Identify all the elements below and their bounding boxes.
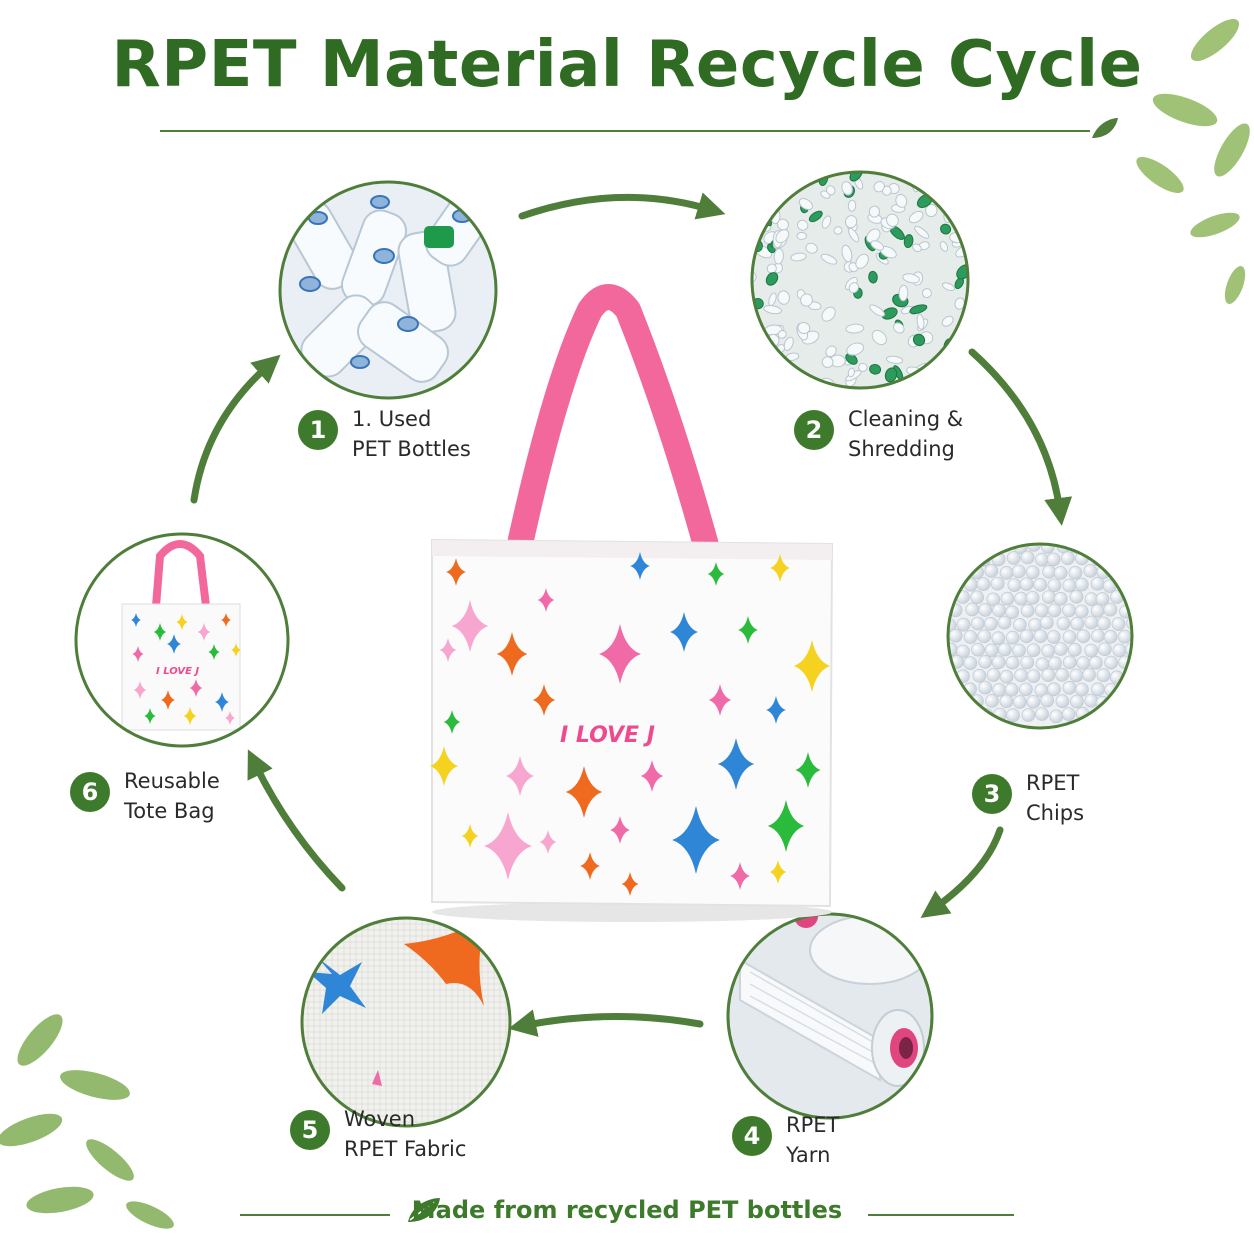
circle-woven-fabric xyxy=(300,916,512,1128)
step-badge-3: 3 xyxy=(972,774,1012,814)
step-label-4: 4 RPET Yarn xyxy=(732,1110,839,1170)
leaves-bottom-left-decoration xyxy=(0,1014,174,1229)
circle-rpet-chips xyxy=(946,542,1134,730)
central-tote-bag: I LOVE J xyxy=(430,284,834,922)
step-badge-1: 1 xyxy=(298,410,338,450)
step-4-line-1: RPET xyxy=(786,1113,840,1137)
leaves-top-right-decoration xyxy=(1136,18,1250,304)
circle-used-pet-bottles xyxy=(278,180,498,400)
step-badge-6: 6 xyxy=(70,772,110,812)
step-2-line-1: Cleaning & xyxy=(848,407,964,431)
circle-rpet-yarn xyxy=(726,912,934,1120)
footer-divider-left xyxy=(240,1214,390,1216)
step-badge-2: 2 xyxy=(794,410,834,450)
title-divider xyxy=(160,130,1090,132)
cycle-arrows xyxy=(190,192,1073,1037)
arrow-3-to-4 xyxy=(920,826,1004,919)
step-1-line-1: 1. Used xyxy=(352,407,432,431)
footer-tagline: Made from recycled PET bottles xyxy=(411,1196,843,1224)
arrow-5-to-6 xyxy=(247,749,346,892)
arrow-4-to-5 xyxy=(508,1009,704,1037)
step-3-line-1: RPET xyxy=(1026,771,1080,795)
bag-handle xyxy=(507,284,723,564)
page-title: RPET Material Recycle Cycle xyxy=(111,28,1143,102)
arrow-1-to-2 xyxy=(518,192,726,220)
mini-bag-print: I LOVE J xyxy=(156,666,199,677)
step-badge-5: 5 xyxy=(290,1110,330,1150)
arrow-6-to-1 xyxy=(190,354,281,504)
circle-reusable-tote-bag: I LOVE J xyxy=(74,532,290,748)
step-3-line-2: Chips xyxy=(1026,801,1085,825)
step-6-line-2: Tote Bag xyxy=(124,799,215,823)
arrow-2-to-3 xyxy=(968,348,1073,526)
step-6-line-1: Reusable xyxy=(124,769,220,793)
bag-print-text: I LOVE J xyxy=(560,723,655,748)
leaf-icon-title xyxy=(1092,118,1118,138)
step-5-line-2: RPET Fabric xyxy=(344,1137,467,1161)
leaf-icon-footer xyxy=(408,1198,440,1222)
step-4-line-2: Yarn xyxy=(786,1143,831,1167)
step-badge-4: 4 xyxy=(732,1116,772,1156)
step-2-line-2: Shredding xyxy=(848,437,955,461)
step-5-line-1: Woven xyxy=(344,1107,416,1131)
step-label-3: 3 RPET Chips xyxy=(972,768,1084,828)
circle-cleaning-shredding xyxy=(750,170,970,390)
step-label-2: 2 Cleaning & Shredding xyxy=(794,404,963,464)
footer-divider-right xyxy=(868,1214,1014,1216)
step-1-line-2: PET Bottles xyxy=(352,437,471,461)
